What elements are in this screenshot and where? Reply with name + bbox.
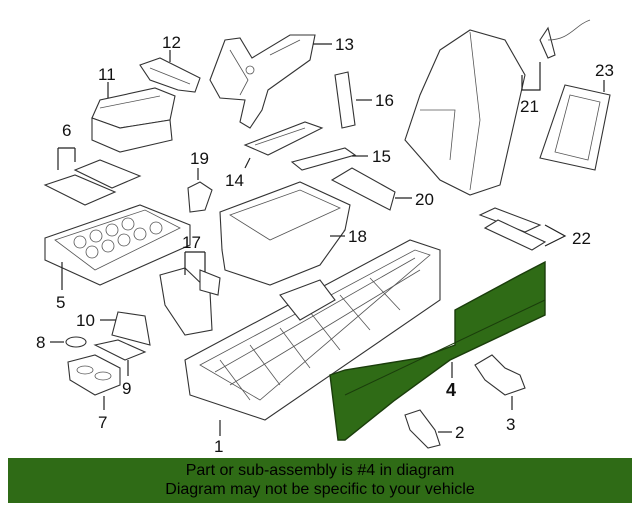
part-3-bracket xyxy=(474,354,526,396)
leader-17 xyxy=(184,251,206,275)
part-22-trim xyxy=(478,207,547,251)
part-1-console-frame xyxy=(184,239,441,421)
part-6-mats xyxy=(43,159,142,206)
part-8-ring xyxy=(65,336,87,348)
callout-5: 5 xyxy=(56,293,65,312)
part-10-cover xyxy=(111,311,151,346)
leader-22 xyxy=(544,224,567,247)
note-line-1: Part or sub-assembly is #4 in diagram xyxy=(185,462,455,479)
callout-16: 16 xyxy=(375,91,394,110)
part-11-lid xyxy=(91,87,176,153)
callout-21: 21 xyxy=(520,97,539,116)
callout-20: 20 xyxy=(415,190,434,209)
callout-22: 22 xyxy=(572,229,591,248)
part-17-bracket xyxy=(159,267,221,336)
parts-diagram: 11 12 13 16 6 14 15 19 xyxy=(36,19,614,456)
part-9-mat xyxy=(93,339,147,361)
callout-1: 1 xyxy=(214,437,223,456)
part-2-bracket xyxy=(404,409,441,449)
part-20-trim xyxy=(330,167,396,211)
part-21-armrest xyxy=(404,19,591,196)
part-7-cupholder xyxy=(67,354,121,396)
callout-11: 11 xyxy=(98,65,116,84)
part-23-panel xyxy=(539,84,611,171)
leader-21 xyxy=(521,62,541,91)
callout-7: 7 xyxy=(98,413,107,432)
part-15-trim xyxy=(290,147,357,171)
callout-10: 10 xyxy=(76,311,95,330)
callout-6: 6 xyxy=(62,121,71,140)
part-14-trim xyxy=(243,121,324,156)
note-line-2: Diagram may not be specific to your vehi… xyxy=(165,481,475,498)
callout-9: 9 xyxy=(122,379,131,398)
leader-14 xyxy=(244,157,251,169)
callout-12: 12 xyxy=(162,33,181,52)
callout-18: 18 xyxy=(348,227,367,246)
part-5-tray xyxy=(44,204,191,286)
callout-4: 4 xyxy=(446,380,456,400)
callout-15: 15 xyxy=(372,147,391,166)
part-13-armrest-hinge xyxy=(209,34,316,129)
leader-6 xyxy=(57,147,76,170)
part-12-bracket xyxy=(139,57,201,93)
part-19-clip xyxy=(187,181,213,213)
callout-2: 2 xyxy=(455,423,464,442)
callout-13: 13 xyxy=(335,35,354,54)
part-4-side-panel-highlighted xyxy=(329,260,546,441)
callout-8: 8 xyxy=(36,333,45,352)
part-16-trim xyxy=(334,71,356,129)
callout-19: 19 xyxy=(190,149,209,168)
callout-23: 23 xyxy=(595,61,614,80)
part-18-storage-bin xyxy=(219,181,351,286)
callout-3: 3 xyxy=(506,415,515,434)
diagram-note-banner: Part or sub-assembly is #4 in diagram Di… xyxy=(8,458,632,503)
callout-14: 14 xyxy=(225,171,244,190)
callout-17: 17 xyxy=(182,233,201,252)
